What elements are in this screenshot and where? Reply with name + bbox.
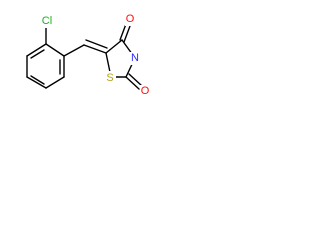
atom-label-o-top: O [126, 13, 135, 25]
bond-c4-o-a [119, 23, 127, 41]
bond-exocyclic-double-b [85, 39, 108, 49]
bond-c2-o-a [125, 76, 140, 90]
structure-diagram: Cl O N S O [26, 13, 151, 98]
bond-ring-3 [45, 76, 65, 89]
bond-ring-4 [26, 76, 47, 89]
atom-o-bottom: O [140, 85, 151, 98]
bond-ring-1 [45, 43, 65, 57]
bond-ring-6 [26, 43, 47, 57]
bond-ring-inner-3 [30, 49, 45, 59]
atom-n: N [130, 52, 141, 65]
atom-label-cl: Cl [42, 15, 52, 27]
bond-c2-o-b [128, 73, 143, 87]
atom-label-o-bottom: O [141, 85, 150, 97]
bond-c4-o-b [123, 25, 131, 43]
atom-s: S [105, 71, 116, 84]
atom-label-s: S [106, 72, 113, 84]
atom-label-n: N [131, 52, 139, 64]
bond-ring-ch [63, 44, 85, 57]
bonds [26, 23, 143, 90]
atom-o-top: O [125, 13, 136, 26]
bond-exocyclic-double-a [83, 44, 107, 54]
bond-ring-inner-2 [30, 75, 45, 85]
bond-c5-c4 [105, 39, 123, 54]
atom-labels: Cl O N S O [39, 13, 151, 98]
atom-cl: Cl [39, 15, 55, 28]
